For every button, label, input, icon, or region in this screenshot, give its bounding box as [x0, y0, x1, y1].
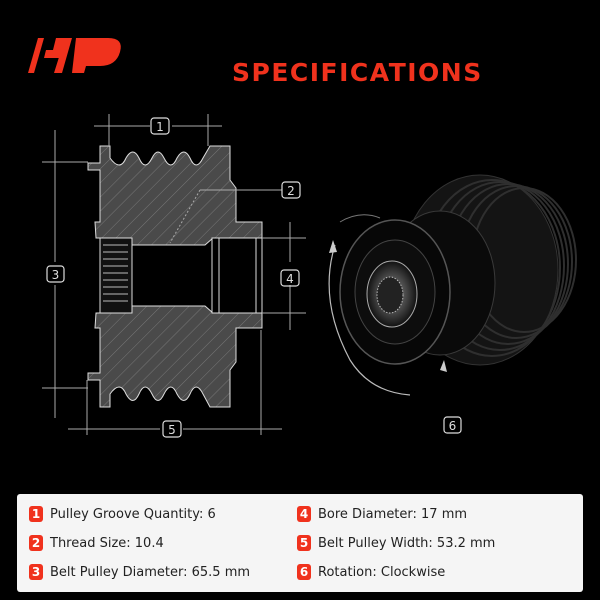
spec-number-badge: 5: [297, 535, 311, 551]
callout-2: 2: [287, 184, 295, 198]
spec-bore-diameter: 4 Bore Diameter: 17 mm: [297, 506, 467, 522]
callout-4: 4: [286, 272, 294, 286]
spec-thread-size: 2 Thread Size: 10.4: [29, 535, 164, 551]
callout-3: 3: [52, 268, 60, 282]
spec-rotation: 6 Rotation: Clockwise: [297, 564, 445, 580]
spec-number-badge: 1: [29, 506, 43, 522]
spec-label: Rotation: Clockwise: [318, 564, 446, 580]
spec-number-badge: 6: [297, 564, 311, 580]
page-title: SPECIFICATIONS: [232, 58, 483, 87]
specs-panel: 1 Pulley Groove Quantity: 6 2 Thread Siz…: [17, 494, 583, 592]
rotation-arrow-icon: [328, 244, 411, 396]
spec-number-badge: 4: [297, 506, 311, 522]
callout-5: 5: [168, 423, 176, 437]
spec-number-badge: 3: [29, 564, 43, 580]
brand-logo-icon: [28, 38, 121, 73]
cross-section-drawing: 1 2 3 4 5: [42, 114, 306, 438]
spec-groove-quantity: 1 Pulley Groove Quantity: 6: [29, 506, 216, 522]
spec-label: Pulley Groove Quantity: 6: [50, 506, 216, 522]
spec-pulley-diameter: 3 Belt Pulley Diameter: 65.5 mm: [29, 564, 250, 580]
spec-number-badge: 2: [29, 535, 43, 551]
spec-label: Belt Pulley Diameter: 65.5 mm: [50, 564, 251, 580]
spec-pulley-width: 5 Belt Pulley Width: 53.2 mm: [297, 535, 495, 551]
callout-6: 6: [449, 419, 457, 433]
spec-label: Thread Size: 10.4: [50, 535, 164, 551]
pulley-product-image: 6: [328, 174, 577, 434]
spec-label: Bore Diameter: 17 mm: [318, 506, 468, 522]
spec-label: Belt Pulley Width: 53.2 mm: [318, 535, 496, 551]
callout-1: 1: [156, 120, 164, 134]
